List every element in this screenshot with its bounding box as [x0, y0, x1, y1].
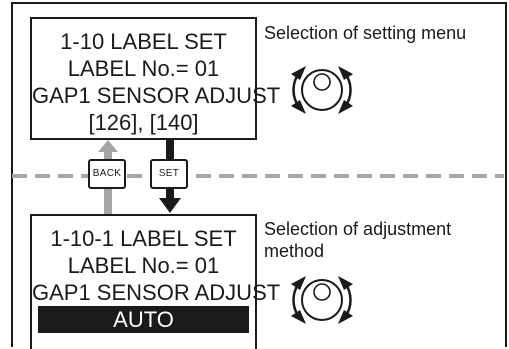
lcd-screen-bottom: 1-10-1 LABEL SET LABEL No.= 01 GAP1 SENS… [30, 214, 281, 349]
rotary-dial-icon [291, 276, 353, 324]
screen-line: 1-10 LABEL SET [60, 29, 227, 54]
caption-adjustment-method: Selection of adjustment method [264, 219, 452, 261]
screen-line: 1-10-1 LABEL SET [50, 226, 237, 251]
selected-option: AUTO [38, 306, 249, 333]
set-button[interactable]: SET [150, 159, 188, 189]
rotary-dial-icon [291, 66, 353, 114]
lcd-screen-top: 1-10 LABEL SET LABEL No.= 01 GAP1 SENSOR… [30, 17, 281, 140]
caption-setting-menu: Selection of setting menu [264, 23, 467, 43]
back-button[interactable]: BACK [88, 159, 126, 189]
screen-line: GAP1 SENSOR ADJUST [32, 280, 281, 305]
screen-line: LABEL No.= 01 [67, 253, 220, 278]
screen-line: GAP1 SENSOR ADJUST [32, 83, 281, 108]
screen-line: LABEL No.= 01 [67, 56, 220, 81]
screen-line: [126], [140] [88, 110, 199, 135]
